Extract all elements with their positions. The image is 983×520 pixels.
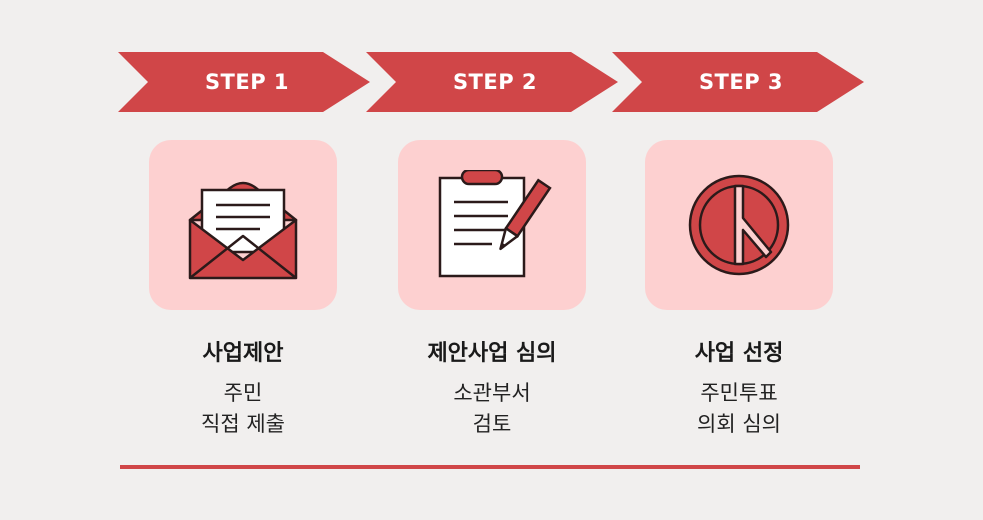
step-1-banner: STEP 1: [118, 52, 370, 112]
description-line: 직접 제출: [201, 412, 285, 436]
step-3-label: STEP 3: [698, 70, 784, 94]
bottom-divider: [120, 465, 860, 469]
step-2-banner: STEP 2: [366, 52, 618, 112]
step-3-title: 사업 선정: [694, 341, 784, 366]
envelope-letter-icon: [188, 181, 298, 280]
clipboard-pencil-icon: [438, 170, 552, 278]
description-line: 의회 심의: [697, 412, 781, 436]
step-2-description: 소관부서 검토: [372, 378, 612, 440]
step-2-title: 제안사업 심의: [427, 341, 557, 366]
description-line: 소관부서: [453, 381, 531, 405]
step-2-icon-card: [398, 140, 586, 310]
description-line: 주민투표: [700, 381, 778, 405]
step-3-icon-card: [645, 140, 833, 310]
vote-mark-icon: [688, 174, 790, 276]
chevron-arrow-shape: [612, 52, 864, 112]
description-line: 검토: [472, 412, 512, 436]
step-1-icon-card: [149, 140, 337, 310]
step-3-description: 주민투표 의회 심의: [619, 378, 859, 440]
step-1-title: 사업제안: [202, 341, 284, 366]
step-1-description: 주민 직접 제출: [123, 378, 363, 440]
step-1-label: STEP 1: [204, 70, 290, 94]
chevron-arrow-shape: [118, 52, 370, 112]
description-line: 주민: [223, 381, 263, 405]
step-3-banner: STEP 3: [612, 52, 864, 112]
step-2-label: STEP 2: [452, 70, 538, 94]
chevron-arrow-shape: [366, 52, 618, 112]
